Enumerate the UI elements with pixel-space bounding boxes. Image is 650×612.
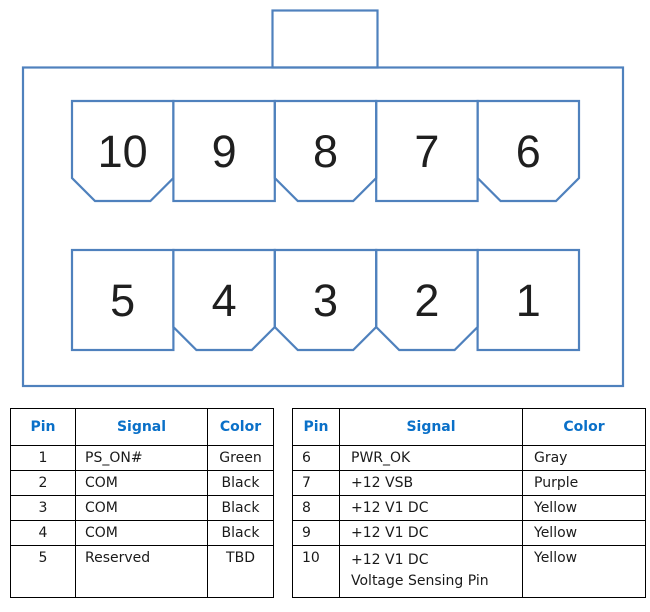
connector-body xyxy=(21,66,625,388)
connector-diagram: 10 9 8 7 6 5 4 3 2 1 xyxy=(21,9,625,388)
pin-label-10: 10 xyxy=(98,126,148,177)
pin-cell: 10 xyxy=(292,545,340,598)
table-row: 1 PS_ON# Green xyxy=(10,445,274,471)
pin-label-6: 6 xyxy=(516,126,541,177)
table-row: 4 COM Black xyxy=(10,520,274,546)
col-header-pin: Pin xyxy=(10,408,76,446)
signal-cell: COM xyxy=(75,470,208,496)
signal-cell: PS_ON# xyxy=(75,445,208,471)
table-header-row: Pin Signal Color xyxy=(292,408,646,446)
table-header-row: Pin Signal Color xyxy=(10,408,274,446)
table-row: 8 +12 V1 DC Yellow xyxy=(292,495,646,521)
pin-cell: 6 xyxy=(292,445,340,471)
pin-cell: 1 xyxy=(10,445,76,471)
table-row: 5 Reserved TBD xyxy=(10,545,274,598)
pin-cell-6 xyxy=(476,99,581,203)
pin-cell: 2 xyxy=(10,470,76,496)
col-header-color: Color xyxy=(207,408,274,446)
pin-label-2: 2 xyxy=(414,275,439,326)
signal-cell: +12 V1 DC Voltage Sensing Pin xyxy=(339,545,523,598)
color-cell: Gray xyxy=(522,445,646,471)
signal-cell: PWR_OK xyxy=(339,445,523,471)
color-cell: TBD xyxy=(207,545,274,598)
pin-label-7: 7 xyxy=(414,126,439,177)
col-header-signal: Signal xyxy=(75,408,208,446)
pin-label-3: 3 xyxy=(313,275,338,326)
pin-cell: 8 xyxy=(292,495,340,521)
pin-label-1: 1 xyxy=(516,275,541,326)
color-cell: Black xyxy=(207,520,274,546)
color-cell: Black xyxy=(207,495,274,521)
table-row: 6 PWR_OK Gray xyxy=(292,445,646,471)
pin-table-right: Pin Signal Color 6 PWR_OK Gray 7 +12 VSB… xyxy=(292,408,646,598)
pin-cell: 5 xyxy=(10,545,76,598)
pin-cell-1 xyxy=(476,248,581,352)
signal-cell: COM xyxy=(75,520,208,546)
col-header-pin: Pin xyxy=(292,408,340,446)
signal-cell: +12 VSB xyxy=(339,470,523,496)
connector-key-tab xyxy=(271,9,379,69)
signal-line-1: +12 V1 DC xyxy=(351,552,429,568)
pin-cell: 7 xyxy=(292,470,340,496)
pin-label-4: 4 xyxy=(212,275,237,326)
color-cell: Yellow xyxy=(522,545,646,598)
signal-cell: +12 V1 DC xyxy=(339,520,523,546)
color-cell: Green xyxy=(207,445,274,471)
color-cell: Yellow xyxy=(522,520,646,546)
signal-cell: +12 V1 DC xyxy=(339,495,523,521)
pin-label-8: 8 xyxy=(313,126,338,177)
pin-table-left: Pin Signal Color 1 PS_ON# Green 2 COM Bl… xyxy=(10,408,274,598)
color-cell: Purple xyxy=(522,470,646,496)
color-cell: Yellow xyxy=(522,495,646,521)
table-row: 7 +12 VSB Purple xyxy=(292,470,646,496)
table-row: 3 COM Black xyxy=(10,495,274,521)
color-cell: Black xyxy=(207,470,274,496)
pin-label-5: 5 xyxy=(110,275,135,326)
table-row: 9 +12 V1 DC Yellow xyxy=(292,520,646,546)
pin-label-9: 9 xyxy=(212,126,237,177)
pin-cell: 9 xyxy=(292,520,340,546)
pin-cell: 3 xyxy=(10,495,76,521)
signal-line-2: Voltage Sensing Pin xyxy=(351,573,489,589)
table-row: 10 +12 V1 DC Voltage Sensing Pin Yellow xyxy=(292,545,646,598)
signal-cell: COM xyxy=(75,495,208,521)
table-row: 2 COM Black xyxy=(10,470,274,496)
signal-cell: Reserved xyxy=(75,545,208,598)
pin-cell: 4 xyxy=(10,520,76,546)
col-header-color: Color xyxy=(522,408,646,446)
col-header-signal: Signal xyxy=(339,408,523,446)
